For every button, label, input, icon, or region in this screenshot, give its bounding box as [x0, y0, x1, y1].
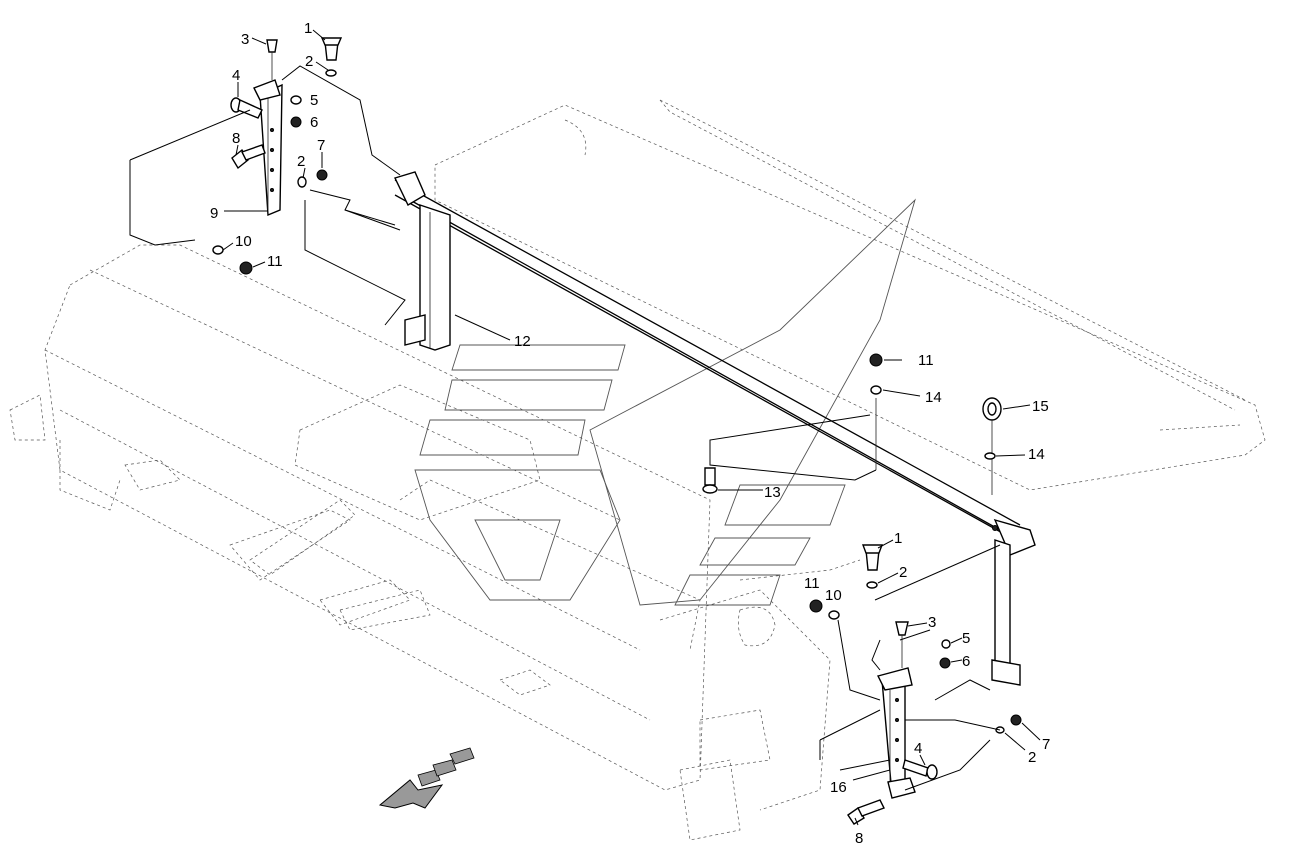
callout-c14a: 14 — [925, 389, 942, 406]
left-bracket-assembly — [253, 79, 283, 217]
bolt-1-right — [861, 544, 884, 571]
washer-10-right — [828, 610, 840, 620]
callout-c12a: 12 — [514, 333, 531, 350]
callout-c1a: 1 — [304, 20, 312, 37]
nut-6-right — [939, 657, 951, 669]
callout-c2a: 2 — [305, 53, 313, 70]
washer-14-eye — [984, 452, 996, 460]
callout-c6a: 6 — [310, 114, 318, 131]
support-post-left — [404, 204, 451, 351]
callout-c3a: 3 — [241, 31, 249, 48]
callout-labels: 1 2 3 4 5 6 8 2 7 9 10 11 12 11 14 15 14… — [210, 20, 1050, 847]
callout-c4b: 4 — [914, 740, 922, 757]
nut-11-left — [239, 261, 253, 275]
right-bracket-assembly — [876, 667, 916, 799]
callout-c15a: 15 — [1032, 398, 1049, 415]
nut-11-right-upper — [869, 353, 883, 367]
callout-c10a: 10 — [235, 233, 252, 250]
callout-c7a: 7 — [317, 137, 325, 154]
washer-10-left — [212, 245, 224, 255]
callout-c11c: 11 — [804, 575, 820, 592]
frame-gearbox-outline — [294, 384, 861, 841]
callout-c11b: 11 — [918, 352, 934, 369]
callout-c1b: 1 — [894, 530, 902, 547]
hopper-cover-outline — [434, 99, 1266, 491]
crossbar — [394, 171, 1036, 556]
callout-c3b: 3 — [928, 614, 936, 631]
nut-11-right-lower — [809, 599, 823, 613]
callout-c2b: 2 — [297, 153, 305, 170]
nut-6-left — [290, 116, 302, 128]
bolt-13 — [702, 467, 718, 494]
leader-lines — [129, 65, 1001, 791]
bolt-4-left — [230, 97, 263, 119]
washer-2-right — [866, 581, 878, 589]
bolt-8-right — [847, 799, 885, 825]
washer-14-right — [870, 385, 882, 470]
callout-c11a: 11 — [267, 253, 283, 270]
direction-arrow-icon — [378, 747, 475, 809]
grease-nipple-3-right — [895, 621, 909, 668]
eye-bolt-15 — [982, 397, 1002, 495]
watermark-logo — [414, 198, 916, 606]
bolt-4-right — [902, 759, 938, 780]
callout-c4a: 4 — [232, 67, 240, 84]
callout-c16a: 16 — [830, 779, 847, 796]
callout-c2d: 2 — [1028, 749, 1036, 766]
callout-c14b: 14 — [1028, 446, 1045, 463]
roller-body-outline — [9, 244, 711, 791]
callout-c10b: 10 — [825, 587, 842, 604]
bolt-1-left — [320, 37, 343, 61]
bolt-8-left — [231, 144, 266, 170]
callout-c8b: 8 — [855, 830, 863, 847]
callout-c13a: 13 — [764, 484, 781, 501]
nut-5-right — [941, 639, 951, 649]
callout-ticks — [222, 29, 1041, 826]
nut-5-left — [290, 95, 302, 105]
callout-c9a: 9 — [210, 205, 218, 222]
washer-2-left — [325, 69, 337, 77]
linkage-arms-outline — [229, 499, 431, 631]
washer-2b-left — [297, 176, 307, 188]
support-post-right — [991, 539, 1021, 686]
callout-c8a: 8 — [232, 130, 240, 147]
nut-7-left — [316, 169, 328, 181]
callout-c2c: 2 — [899, 564, 907, 581]
callout-c7b: 7 — [1042, 736, 1050, 753]
callout-c6b: 6 — [962, 653, 970, 670]
nut-7-right — [1010, 714, 1022, 726]
grease-nipple-3-left — [266, 39, 278, 80]
callout-c5b: 5 — [962, 630, 970, 647]
callout-c5a: 5 — [310, 92, 318, 109]
